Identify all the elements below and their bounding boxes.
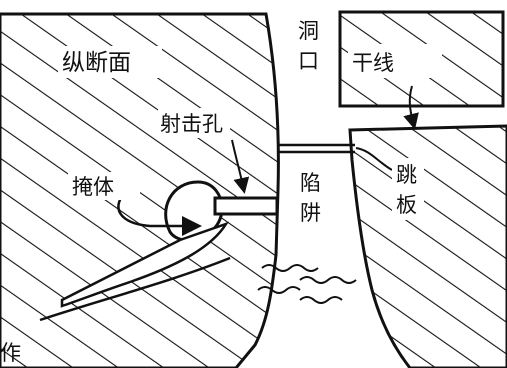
pit-water (257, 264, 357, 304)
springboard-pointer (355, 147, 393, 171)
firing-hole-pointer (231, 139, 250, 194)
corner-fragment: 作 (0, 341, 21, 365)
firing-hole-label-bg (158, 108, 230, 138)
bunker-label: 掩体 (72, 175, 114, 199)
main-line-label-box (348, 44, 442, 78)
bunker-label-bg (68, 172, 140, 200)
tunnel-opening-label-top: 洞 (298, 19, 319, 43)
bunker-pointer (117, 195, 202, 236)
bunker-passage (60, 221, 229, 308)
main-line-label: 干线 (352, 51, 394, 75)
springboard-label-bottom: 板 (396, 193, 417, 217)
firing-hole-channel (213, 196, 279, 216)
firing-hole-label: 射击孔 (160, 112, 223, 136)
pitfall-label-top: 陷 (300, 171, 321, 195)
right-rock-mass (348, 124, 507, 368)
tunnel-opening-label-bottom: 口 (298, 49, 319, 73)
pitfall-label-bottom: 阱 (300, 201, 321, 225)
section-label: 纵断面 (62, 50, 131, 76)
springboard-label-bg (392, 158, 424, 220)
springboard-label-top: 跳 (396, 163, 417, 187)
bunker-passage-lower (39, 256, 231, 322)
main-line-pointer (403, 85, 419, 130)
section-label-bg (58, 46, 162, 78)
